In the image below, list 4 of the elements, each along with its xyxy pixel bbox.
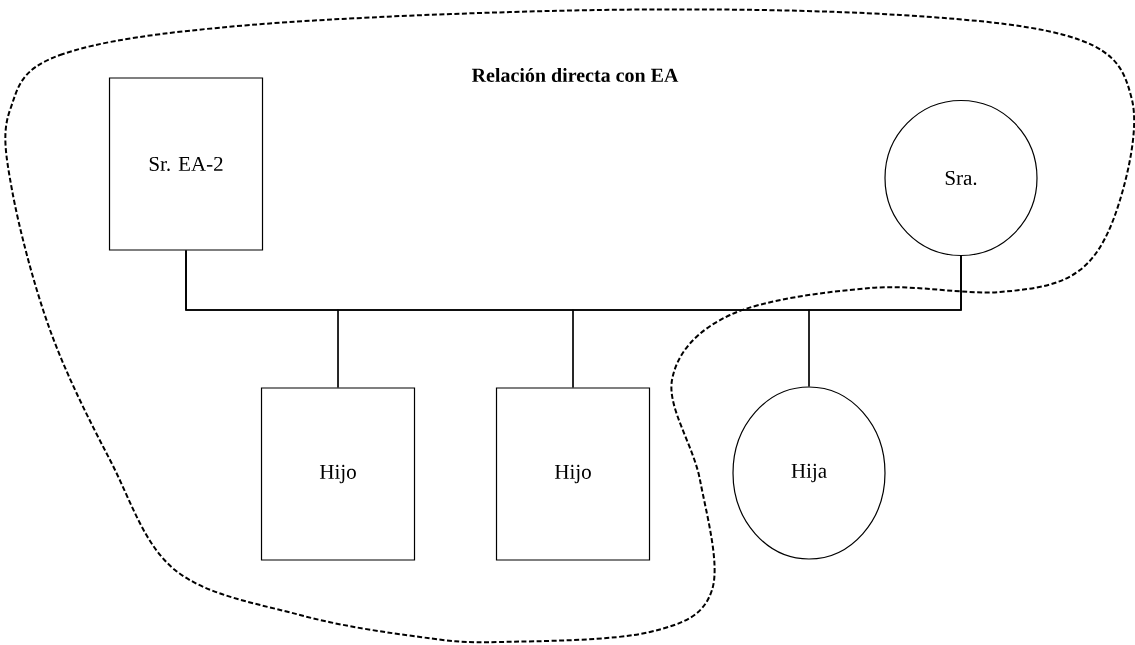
male-square: Sr. EA-2	[108, 77, 264, 251]
male-square: Hijo	[260, 387, 416, 561]
family-line	[808, 255, 962, 387]
male-square: Hijo	[495, 387, 651, 561]
